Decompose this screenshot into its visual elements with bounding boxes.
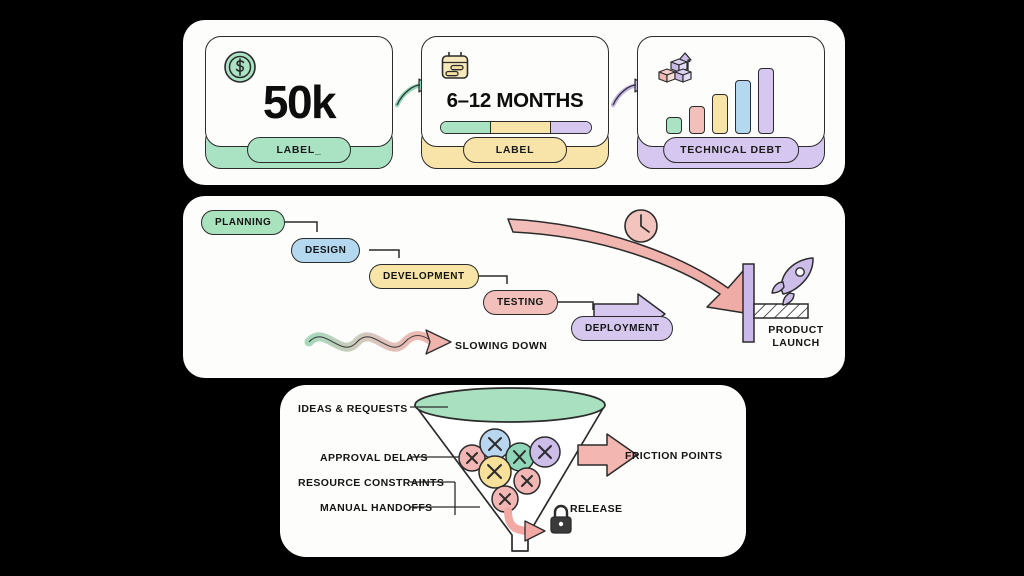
technical-debt-bar-chart [666,68,774,134]
card-body [637,36,825,147]
metrics-panel: 50k LABEL_ 6 [183,20,845,185]
stage-pill-design[interactable]: DESIGN [291,238,361,263]
stage-pill-testing[interactable]: TESTING [483,290,558,315]
product-launch-line2: LAUNCH [772,337,820,349]
funnel-input-resource: RESOURCE CONSTRAINTS [298,477,445,489]
blocks-growth-icon [655,50,701,95]
card-body: 6–12 MONTHS [421,36,609,147]
funnel-input-manual: MANUAL HANDOFFS [320,502,433,514]
product-launch-line1: PRODUCT [768,324,824,336]
timeline-progress-bar [440,121,592,134]
slowing-down-label: SLOWING DOWN [455,340,548,352]
metric-card-funding[interactable]: 50k LABEL_ [205,36,393,169]
card-body: 50k [205,36,393,147]
funnel-panel: IDEAS & REQUESTS APPROVAL DELAYS RESOURC… [280,385,746,557]
dollar-coin-icon [223,50,257,89]
metric-card-technical-debt[interactable]: TECHNICAL DEBT [637,36,825,169]
calendar-icon [439,50,471,87]
card-label-pill[interactable]: LABEL [463,137,567,163]
pipeline-panel: PLANNING DESIGN DEVELOPMENT TESTING DEPL… [183,196,845,378]
stage-pill-planning[interactable]: PLANNING [201,210,286,235]
clock-icon [624,209,658,243]
card-label-pill[interactable]: TECHNICAL DEBT [663,137,799,163]
stage-pill-deployment[interactable]: DEPLOYMENT [571,316,674,341]
funnel-input-ideas: IDEAS & REQUESTS [298,403,408,415]
stage-pill-development[interactable]: DEVELOPMENT [369,264,479,289]
metric-card-timeline[interactable]: 6–12 MONTHS LABEL [421,36,609,169]
card-label-pill[interactable]: LABEL_ [247,137,351,163]
release-label: RELEASE [570,503,623,515]
metric-value: 6–12 MONTHS [446,89,584,112]
friction-points-label: FRICTION POINTS [625,450,723,462]
metric-value: 50k [262,76,337,128]
product-launch-label: PRODUCT LAUNCH [761,324,831,350]
lock-icon [550,504,572,534]
rocket-icon [771,257,814,306]
funnel-input-approval: APPROVAL DELAYS [320,452,428,464]
